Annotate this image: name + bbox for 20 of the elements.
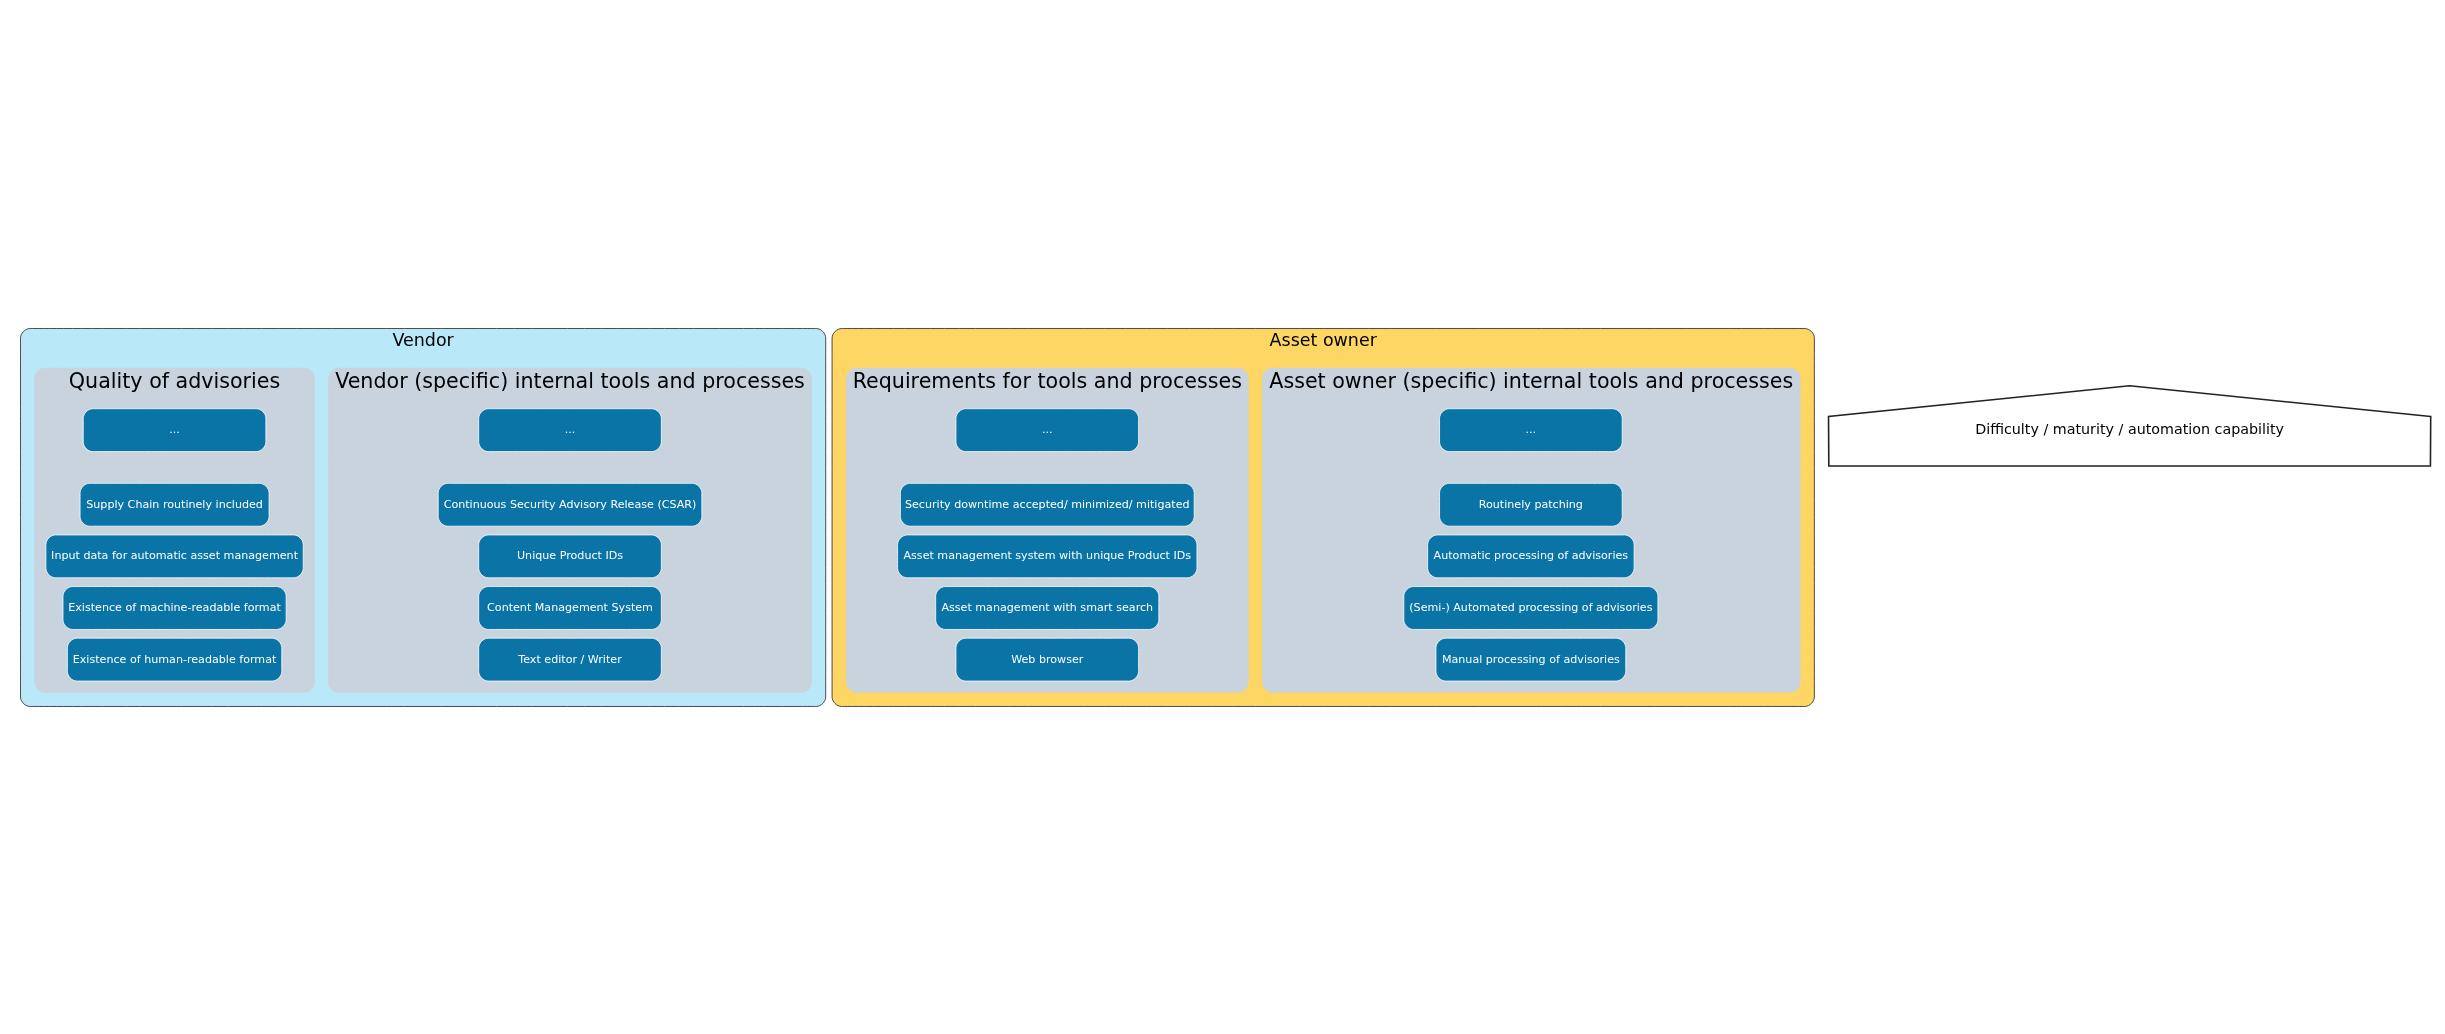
node-box: Content Management System [478,585,662,630]
node-box: Asset management system with unique Product IDs [897,534,1198,578]
node-box: Supply Chain routinely included [79,482,270,527]
node-box: Continuous Security Advisory Release (CSAR) [437,482,703,527]
node-box: Input data for automatic asset management [45,534,304,578]
node-box: Unique Product IDs [478,534,662,578]
node-box: Existence of human-readable format [66,637,283,681]
node-box: ... [1439,407,1623,452]
node-box: Manual processing of advisories [1435,637,1627,681]
node-box: Web browser [955,637,1139,681]
node-box: ... [478,407,662,452]
node-box: Routinely patching [1439,482,1623,527]
node-box: Security downtime accepted/ minimized/ mitigated [899,482,1195,527]
node-box: Existence of machine-readable format [62,585,287,630]
node-box: Automatic processing of advisories [1427,534,1635,578]
node-box: Text editor / Writer [478,637,662,681]
node-box: ... [955,407,1139,452]
node-box: Asset management with smart search [935,585,1160,630]
node-box: (Semi-) Automated processing of advisories [1403,585,1659,630]
node-box: ... [82,407,267,452]
